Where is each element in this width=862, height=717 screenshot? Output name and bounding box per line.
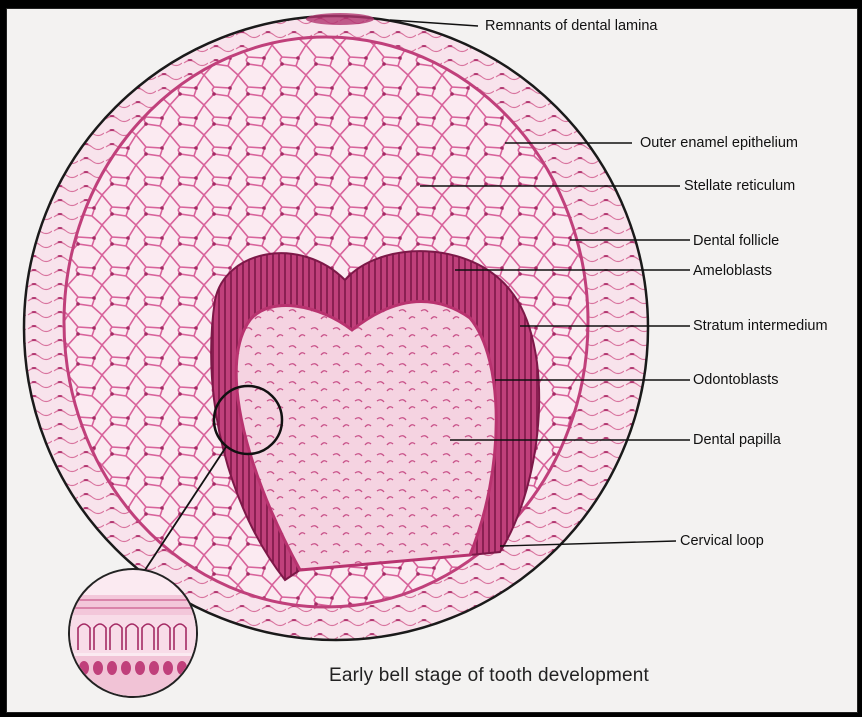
inset-detail	[69, 569, 197, 697]
label-papilla: Dental papilla	[693, 433, 781, 448]
label-cervical: Cervical loop	[680, 534, 764, 549]
label-odontoblasts: Odontoblasts	[693, 373, 778, 388]
label-stellate: Stellate reticulum	[684, 179, 795, 194]
label-remnants: Remnants of dental lamina	[485, 19, 658, 34]
label-ameloblasts: Ameloblasts	[693, 264, 772, 279]
label-stratum: Stratum intermedium	[693, 319, 855, 334]
dental-lamina-remnant	[306, 13, 374, 25]
diagram-caption: Early bell stage of tooth development	[329, 665, 649, 687]
label-outer-enamel: Outer enamel epithelium	[640, 136, 798, 151]
label-follicle: Dental follicle	[693, 234, 779, 249]
